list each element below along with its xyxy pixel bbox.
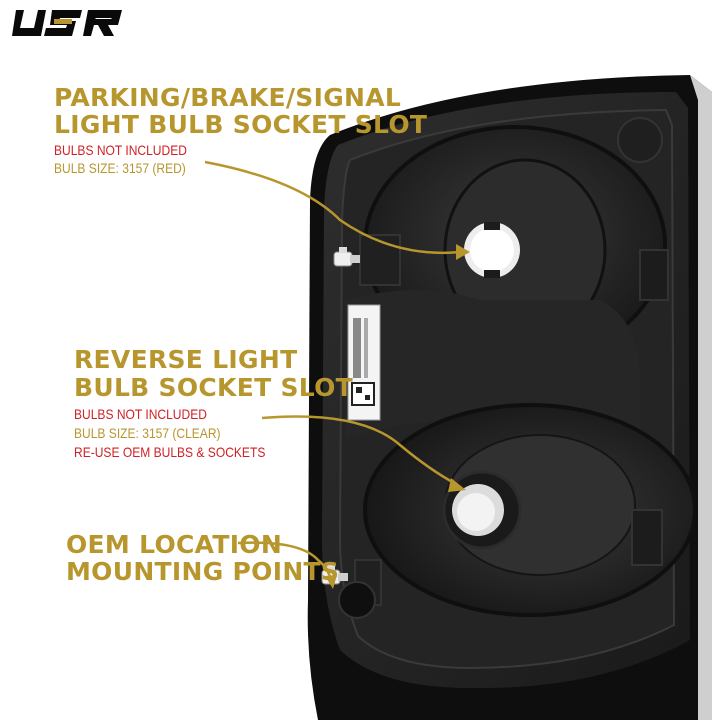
callout-arrow-middle	[261, 415, 457, 486]
callout-mounting-title-line2: MOUNTING POINTS	[66, 557, 340, 586]
callout-parking-title-line1: PARKING/BRAKE/SIGNAL	[54, 83, 402, 112]
callout-parking-title-line2: LIGHT BULB SOCKET SLOT	[54, 110, 428, 139]
mounting-stud-upper-icon	[333, 247, 360, 267]
callout-reverse-title-line2: BULB SOCKET SLOT	[74, 373, 354, 402]
brand-logo	[12, 10, 122, 36]
callout-reverse-note-2: BULB SIZE: 3157 (CLEAR)	[74, 425, 221, 441]
callout-reverse-note-1: BULBS NOT INCLUDED	[74, 406, 207, 422]
callout-reverse-title-line1: REVERSE LIGHT	[74, 345, 298, 374]
callout-arrowhead-middle	[448, 478, 466, 492]
callout-reverse-note-3: RE-USE OEM BULBS & SOCKETS	[74, 444, 266, 460]
callout-parking-note-2: BULB SIZE: 3157 (RED)	[54, 160, 186, 176]
callout-parking-note-1: BULBS NOT INCLUDED	[54, 142, 187, 158]
callout-arrow-lower	[237, 541, 333, 581]
callout-arrowhead-lower	[325, 575, 337, 589]
callout-mounting-title-line1: OEM LOCATION	[66, 530, 283, 559]
callout-arrowhead-upper	[456, 244, 470, 260]
callout-arrow-upper	[204, 160, 461, 255]
